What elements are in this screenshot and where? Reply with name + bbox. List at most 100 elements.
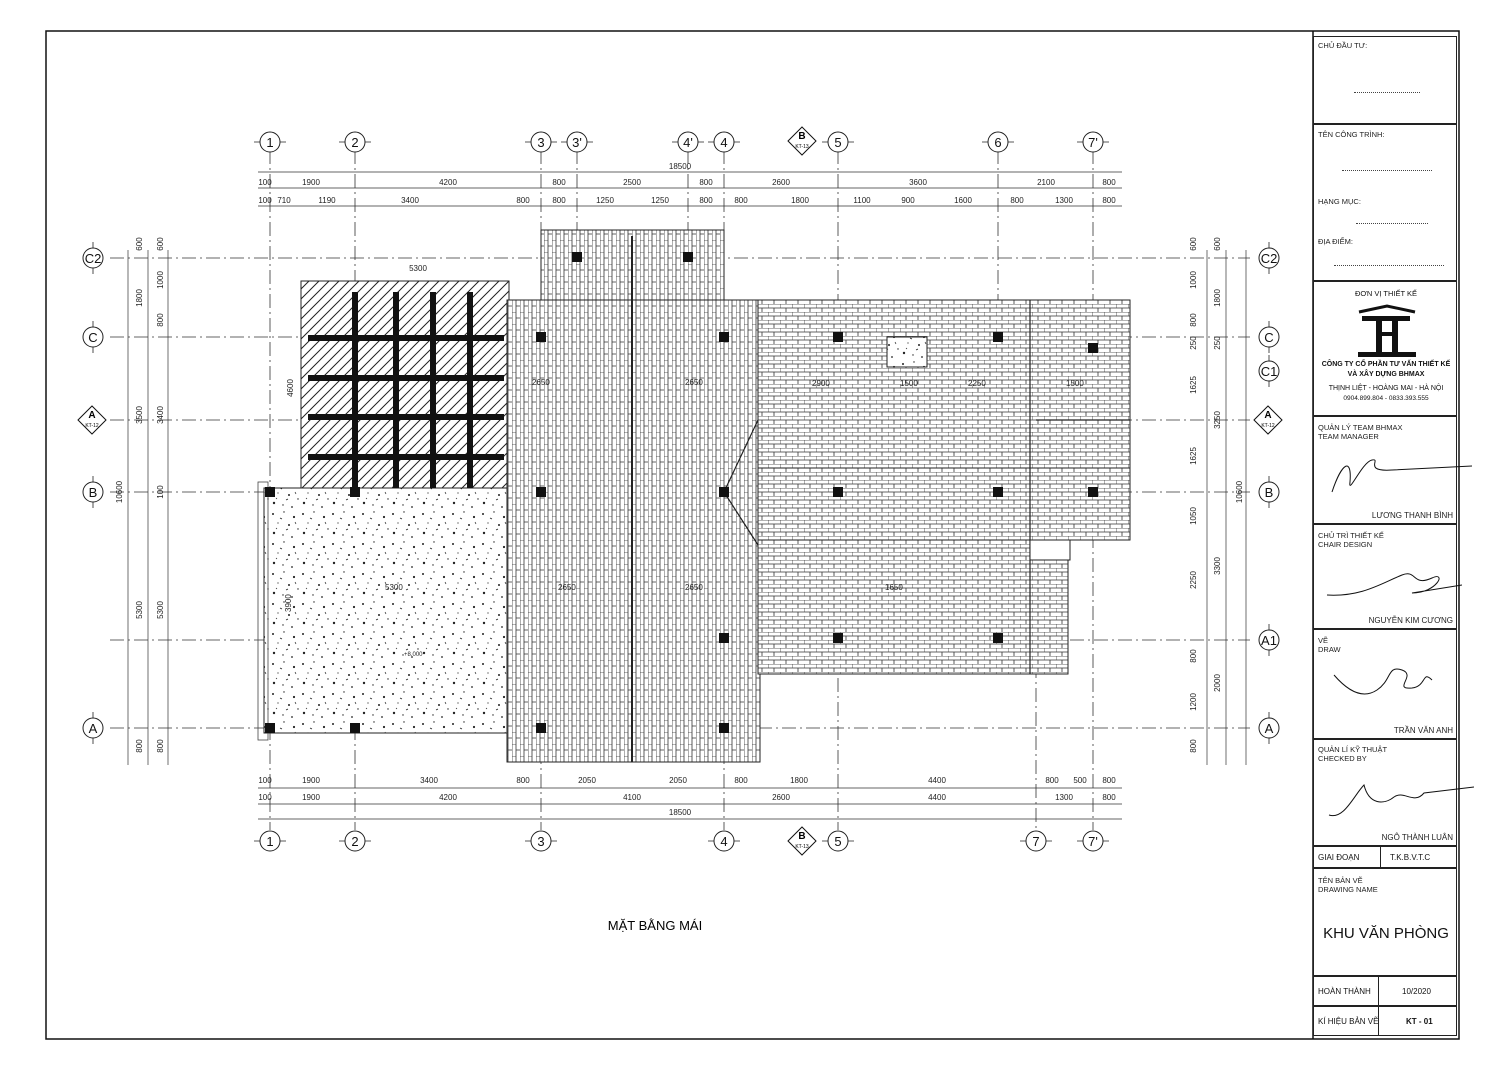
grid-bubble-left-4: A xyxy=(82,712,104,744)
svg-text:3: 3 xyxy=(537,834,544,849)
dim-left2-3: 3400 xyxy=(156,406,165,424)
svg-text:A: A xyxy=(89,721,98,736)
draw-label-en: DRAW xyxy=(1318,645,1341,654)
owner-cell: CHỦ ĐẦU TƯ: xyxy=(1313,36,1457,124)
dim-left1-1: 1800 xyxy=(135,289,144,307)
dim-top2-12: 900 xyxy=(901,196,915,205)
drawing-title: MẶT BẰNG MÁI xyxy=(608,918,702,933)
designer-cell: ĐƠN VỊ THIẾT KẾ CÔNG TY CỔ PHẦN TƯ VẤN T… xyxy=(1313,281,1457,416)
dim-left2-6: 800 xyxy=(156,739,165,753)
dim-top1-0: 100 xyxy=(258,178,272,187)
dim-top2-3: 3400 xyxy=(401,196,419,205)
svg-text:B: B xyxy=(798,131,805,142)
dim-right2-3: 3250 xyxy=(1213,411,1222,429)
dim-top-total: 18500 xyxy=(669,162,692,171)
grid-bubble-left-1: C xyxy=(82,321,104,353)
pergola-hatch xyxy=(300,280,510,489)
dim-top1-2: 4200 xyxy=(439,178,457,187)
concrete-slab xyxy=(263,487,510,734)
dim-left2-1: 1000 xyxy=(156,271,165,289)
svg-text:KT-12: KT-12 xyxy=(1261,423,1275,429)
dim-left1-0: 600 xyxy=(135,237,144,251)
dim-bot2-5: 4400 xyxy=(928,793,946,802)
company-line1: CÔNG TY CỔ PHẦN TƯ VẤN THIẾT KẾ xyxy=(1321,361,1451,368)
svg-text:7: 7 xyxy=(1032,834,1039,849)
check-signature xyxy=(1328,784,1474,817)
grid-bubble-left-0: C2 xyxy=(82,242,104,274)
draw-name: TRẦN VĂN ANH xyxy=(1393,726,1453,735)
svg-text:4: 4 xyxy=(720,834,727,849)
dim-bot1-8: 4400 xyxy=(928,776,946,785)
phase-label: GIAI ĐOẠN xyxy=(1318,853,1360,862)
project-cell: TÊN CÔNG TRÌNH: HẠNG MỤC: ĐỊA ĐIỂM: xyxy=(1313,124,1457,281)
check-label-en: CHECKED BY xyxy=(1318,754,1367,763)
dim-right1-9: 1200 xyxy=(1189,693,1198,711)
dim-right2-2: 250 xyxy=(1213,336,1222,350)
grid-bubble-right-5: A1 xyxy=(1258,624,1280,656)
dim-bot1-2: 3400 xyxy=(420,776,438,785)
dim-bot1-10: 500 xyxy=(1073,776,1087,785)
label-pergola-depth: 4600 xyxy=(286,379,295,397)
grid-bubble-top-0: 1 xyxy=(254,131,286,153)
finish-cell: HOÀN THÀNH 10/2020 xyxy=(1313,976,1457,1006)
drawing-name: KHU VĂN PHÒNG xyxy=(1323,925,1449,942)
tile-roof-east-north xyxy=(757,299,1131,491)
chair-cell: CHỦ TRÌ THIẾT KẾ CHAIR DESIGN NGUYỄN KIM… xyxy=(1313,524,1462,629)
grid-bubble-right-4: B xyxy=(1258,476,1280,508)
phase-cell: GIAI ĐOẠN T.K.B.V.T.C xyxy=(1313,846,1457,868)
grid-bubble-right-0: C2 xyxy=(1258,242,1280,274)
label-roof-1: 2650 xyxy=(532,378,550,387)
dim-bot1-7: 1800 xyxy=(790,776,808,785)
dim-top1-3: 800 xyxy=(552,178,566,187)
dim-top2-11: 1100 xyxy=(853,196,871,205)
project-label: TÊN CÔNG TRÌNH: xyxy=(1318,130,1385,139)
manager-name: LƯƠNG THANH BÌNH xyxy=(1371,511,1453,520)
svg-text:A: A xyxy=(1264,410,1271,421)
dim-left1-3: 10600 xyxy=(115,480,124,503)
dim-right1-8: 800 xyxy=(1189,649,1198,663)
grid-bubble-bottom-4: 5 xyxy=(822,830,854,852)
svg-text:6: 6 xyxy=(994,135,1001,150)
company-line2: VÀ XÂY DỰNG BHMAX xyxy=(1347,371,1425,378)
label-roof-5: 2900 xyxy=(812,379,830,388)
dim-right1-2: 800 xyxy=(1189,313,1198,327)
dim-bot2-6: 1300 xyxy=(1055,793,1073,802)
grid-bubble-top-5: 4 xyxy=(708,131,740,153)
dim-right1-4: 1625 xyxy=(1189,376,1198,394)
svg-text:A1: A1 xyxy=(1261,633,1277,648)
manager-label-en: TEAM MANAGER xyxy=(1318,432,1379,441)
dim-top1-8: 2100 xyxy=(1037,178,1055,187)
label-roof-4: 2650 xyxy=(685,583,703,592)
dim-left2-4: 100 xyxy=(156,485,165,499)
label-level: +8.000 xyxy=(404,652,423,658)
grid-bubble-top-1: 2 xyxy=(339,131,371,153)
phase-value: T.K.B.V.T.C xyxy=(1390,853,1431,862)
svg-text:2: 2 xyxy=(351,135,358,150)
label-slab-depth: 3900 xyxy=(284,594,293,612)
dim-right1-10: 800 xyxy=(1189,739,1198,753)
check-cell: QUẢN LÍ KỸ THUẬT CHECKED BY NGÔ THÀNH LU… xyxy=(1313,739,1474,846)
dim-right2-4: 10600 xyxy=(1235,480,1244,503)
svg-text:5: 5 xyxy=(834,135,841,150)
svg-text:3': 3' xyxy=(572,135,582,150)
dim-top1-9: 800 xyxy=(1102,178,1116,187)
tile-roof-west xyxy=(506,299,633,763)
draw-cell: VẼ DRAW TRẦN VĂN ANH xyxy=(1313,629,1457,739)
dim-right1-6: 1050 xyxy=(1189,507,1198,525)
label-roof-2: 2650 xyxy=(685,378,703,387)
grid-bubble-top-6: 5 xyxy=(822,131,854,153)
dim-left2-0: 600 xyxy=(156,237,165,251)
dim-bot2-3: 4100 xyxy=(623,793,641,802)
section-mark-left: AKT-12 xyxy=(77,405,107,435)
section-mark-right: A KT-12 xyxy=(1253,405,1283,435)
dim-right1-7: 2250 xyxy=(1189,571,1198,589)
svg-text:B: B xyxy=(798,831,805,842)
svg-text:C2: C2 xyxy=(1261,251,1278,266)
label-slab-width: 5300 xyxy=(385,583,403,592)
dim-right1-5: 1625 xyxy=(1189,447,1198,465)
dim-right2-0: 600 xyxy=(1213,237,1222,251)
dim-bot1-1: 1900 xyxy=(302,776,320,785)
dim-right1-3: 250 xyxy=(1189,336,1198,350)
grid-bubble-bottom-5: 7 xyxy=(1020,830,1052,852)
grid-bubble-bottom-3: 4 xyxy=(708,830,740,852)
